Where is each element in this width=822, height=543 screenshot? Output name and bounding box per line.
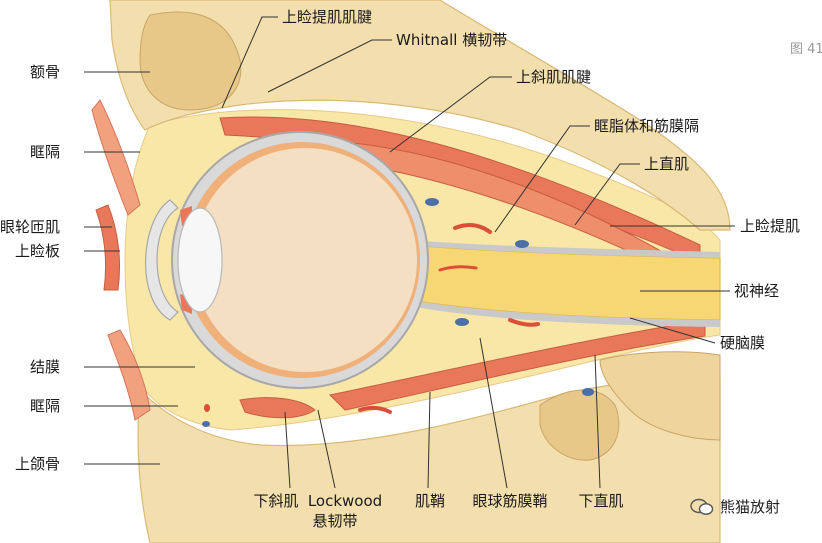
frontal-bone [109, 0, 731, 231]
orbicularis-muscle [95, 204, 120, 291]
eyeball-vitreous [193, 148, 417, 372]
label-whitnall: Whitnall 横韧带 [396, 31, 508, 49]
vessel-red [358, 405, 392, 414]
leader-lines [84, 16, 735, 489]
label-optic-nerve: 视神经 [734, 282, 780, 300]
label-orbital-septum-lower: 眶隔 [30, 397, 61, 415]
chat-bubble-icon [690, 498, 714, 515]
vessel-blue [455, 318, 469, 326]
label-superior-oblique-tendon: 上斜肌肌腱 [516, 68, 592, 86]
vessel-blue [515, 240, 529, 248]
vessel-red [438, 265, 478, 272]
label-frontal-bone: 额骨 [30, 63, 61, 81]
label-orbital-fat-septa: 眶脂体和筋膜隔 [594, 117, 700, 135]
label-muscle-sheath: 肌鞘 [414, 492, 445, 510]
frontal-bone-cortex [139, 11, 242, 111]
vessel-red [453, 223, 492, 234]
upper-eyelid [91, 99, 141, 216]
figure-number: 图 41 [790, 42, 822, 57]
vessel-blue [425, 198, 439, 206]
watermark: 熊猫放射 [690, 496, 780, 517]
label-levator: 上睑提肌 [740, 217, 801, 235]
label-inferior-oblique: 下斜肌 [253, 492, 299, 510]
label-tarsus: 上睑板 [15, 242, 61, 260]
vessel-blue [582, 388, 594, 396]
vessel-blue [202, 421, 210, 427]
lower-eyelid [107, 329, 151, 421]
label-orbital-septum-upper: 眶隔 [30, 143, 61, 161]
label-levator-tendon: 上睑提肌肌腱 [282, 8, 373, 26]
cornea [145, 199, 179, 321]
orbital-floor-bone [599, 351, 721, 441]
label-maxilla: 上颌骨 [15, 455, 61, 473]
label-superior-rectus: 上直肌 [644, 155, 690, 173]
label-orbicularis: 眼轮匝肌 [0, 218, 61, 236]
sphenoid-bone [539, 389, 620, 461]
label-conjunctiva: 结膜 [30, 358, 61, 376]
label-lockwood-ligament: 悬韧带 [312, 512, 358, 530]
label-tenon-capsule: 眼球筋膜鞘 [472, 492, 548, 510]
label-inferior-rectus: 下直肌 [578, 492, 624, 510]
vessel-red [204, 404, 210, 412]
lens [177, 207, 223, 313]
dura-sheath [410, 240, 720, 258]
label-dura: 硬脑膜 [720, 334, 766, 352]
vessel-red [508, 318, 540, 327]
label-lockwood: Lockwood [307, 492, 383, 510]
inferior-rectus-muscle [328, 319, 706, 411]
inferior-oblique-muscle [239, 397, 316, 419]
dura-sheath-lower [410, 300, 720, 327]
watermark-text: 熊猫放射 [720, 498, 781, 516]
